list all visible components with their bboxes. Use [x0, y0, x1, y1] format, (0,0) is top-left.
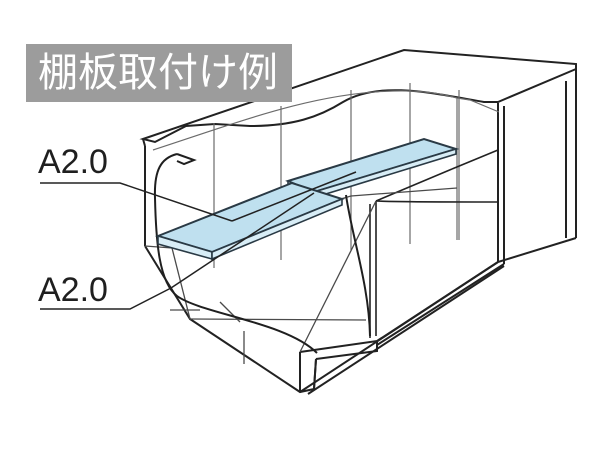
back-shelf	[285, 137, 460, 198]
front-shelf	[154, 181, 345, 261]
leader-line-top-pointer	[231, 171, 357, 222]
title-badge: 棚板取付け例	[26, 44, 292, 102]
leader-line-top	[40, 182, 233, 222]
shed-outline	[139, 48, 577, 395]
right-door-panel	[369, 149, 499, 338]
leader-lines	[40, 171, 357, 310]
leader-line-bottom-pointer	[170, 192, 315, 289]
back-shelf-top	[285, 137, 460, 194]
left-arch	[153, 153, 371, 354]
top-shelf-label: A2.0	[38, 143, 108, 181]
diagram-title: 棚板取付け例	[38, 50, 278, 96]
front-shelf-underside	[211, 197, 343, 261]
leader-line-bottom	[40, 287, 172, 310]
bottom-shelf-label: A2.0	[38, 271, 108, 309]
